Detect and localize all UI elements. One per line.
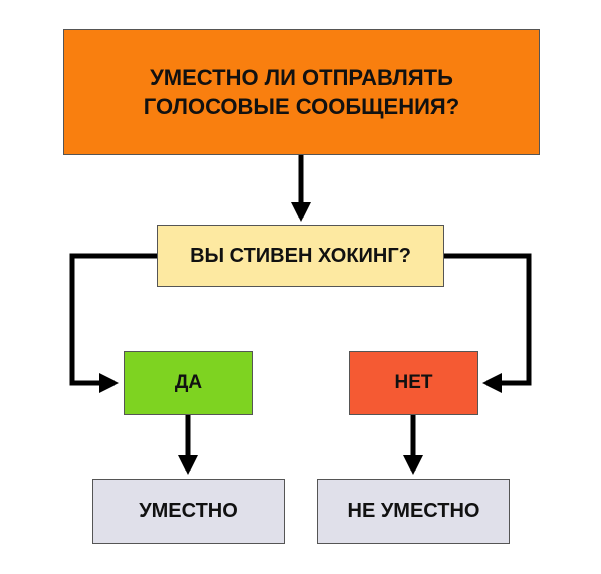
yes-label: ДА xyxy=(174,372,203,393)
hawking-question-box: ВЫ СТИВЕН ХОКИНГ? xyxy=(157,225,444,287)
appropriate-result-box: УМЕСТНО xyxy=(92,479,285,544)
appropriate-result-label: УМЕСТНО xyxy=(139,500,238,522)
arrow-hawking-to-no xyxy=(444,253,532,393)
not-appropriate-result-label: НЕ УМЕСТНО xyxy=(347,500,480,522)
hawking-question-label: ВЫ СТИВЕН ХОКИНГ? xyxy=(190,244,411,267)
main-question-box: УМЕСТНО ЛИ ОТПРАВЛЯТЬ ГОЛОСОВЫЕ СООБЩЕНИ… xyxy=(63,29,540,155)
no-box: НЕТ xyxy=(349,351,478,415)
not-appropriate-result-box: НЕ УМЕСТНО xyxy=(317,479,510,544)
no-label: НЕТ xyxy=(394,372,433,393)
yes-box: ДА xyxy=(124,351,253,415)
main-question-line-1: УМЕСТНО ЛИ ОТПРАВЛЯТЬ xyxy=(150,65,453,90)
main-question-line-2: ГОЛОСОВЫЕ СООБЩЕНИЯ? xyxy=(143,94,460,119)
arrow-hawking-to-yes xyxy=(69,253,157,393)
